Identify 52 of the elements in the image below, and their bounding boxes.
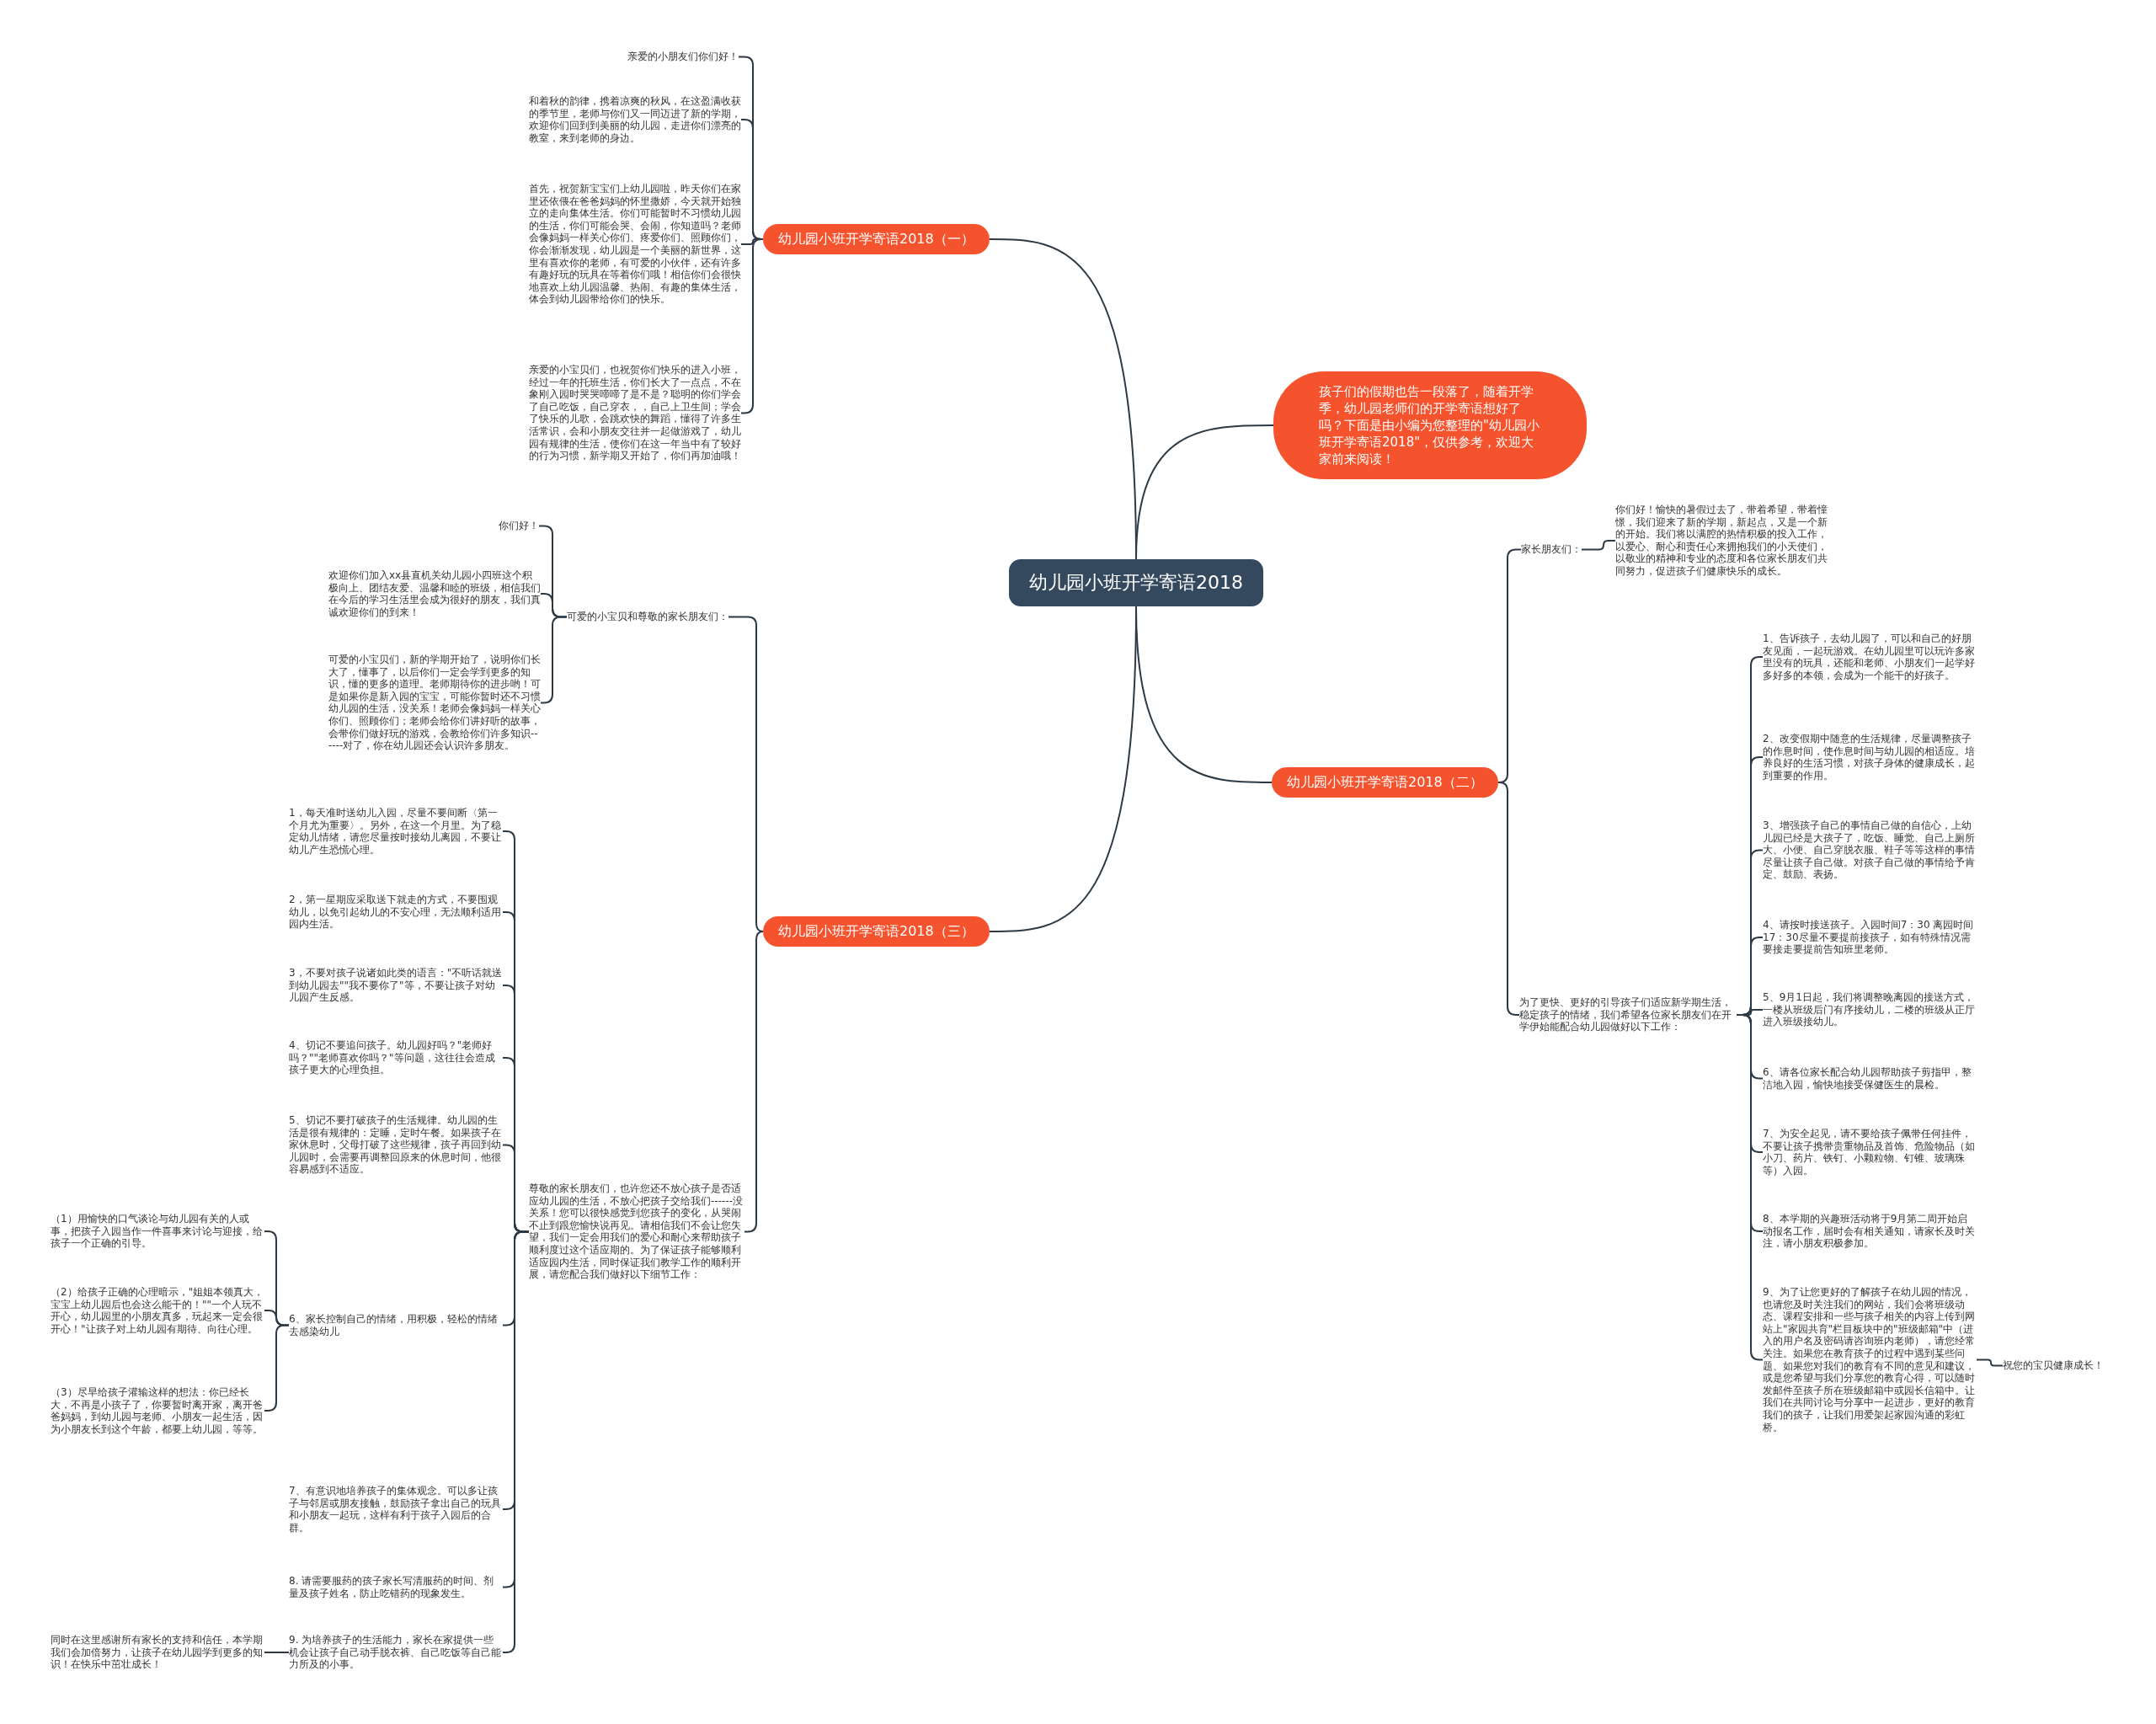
- connector-line: [1497, 782, 1520, 1016]
- connector-line: [264, 1324, 290, 1412]
- central-topic-box: 幼儿园小班开学寄语2018: [1009, 559, 1263, 606]
- note-text: 为了更快、更好的引导孩子们适应新学期生活，稳定孩子的情绪，我们希望各位家长朋友们在开学伊始能配合幼儿园做好以下工作：: [1519, 996, 1737, 1033]
- connector-line: [989, 238, 1137, 560]
- note-text: 5、9月1日起，我们将调整晚离园的接送方式，一楼从班级后门有序接幼儿，二楼的班级从正厅进入班级接幼儿。: [1763, 991, 1977, 1028]
- note-text: 9、为了让您更好的了解孩子在幼儿园的情况，也请您及时关注我们的网站，我们会将班级动态、课程安排和一些与孩子相关的内容上传到网站上"家园共育"栏目板块中的"班级邮箱"中（进入的用户名及密码请咨询班内老师），请您经常关注。如果您在教育孩子的过程中遇到某些问题、如果您对我们的教育有不同的意见和建议，或是您希望与我们分享您的教育心得，可以随时发邮件至孩子所在班级邮箱中或园长信箱中。让我们在共同讨论与分享中一起进步，更好的教育我们的孩子，让我们用爱架起家园沟通的彩虹桥。: [1763, 1286, 1977, 1434]
- connector-line: [1736, 1014, 1764, 1361]
- note-text: 可爱的小宝贝们，新的学期开始了，说明你们长大了，懂事了，以后你们一定会学到更多的知识，懂的更多的道理。老师期待你的进步哟！可是如果你是新入园的宝宝，可能你暂时还不习惯幼儿园的生活，没关系！老师会像妈妈一样关心你们、照顾你们；老师会给你们讲好听的故事，会带你们做好玩的游戏，会教给你们许多知识------对了，你在幼儿园还会认识许多朋友。: [328, 654, 541, 752]
- note-text: 4、请按时接送孩子。入园时间7：30 离园时间 17：30尽量不要提前接孩子，如有特殊情况需要接走要提前告知班里老师。: [1763, 919, 1977, 956]
- note-text: 亲爱的小宝贝们，也祝贺你们快乐的进入小班，经过一年的托班生活，你们长大了一点点，不在象刚入园时哭哭啼啼了是不是？聪明的你们学会了自己吃饭，自己穿衣，，自己上卫生间；学会了快乐的儿歌，会跳欢快的舞蹈，懂得了许多生活常识，会和小朋友交往并一起做游戏了，幼儿园有规律的生活，使你们在这一年当中有了较好的行为习惯，新学期又开始了，你们再加油哦！: [529, 364, 741, 462]
- note-text: 你们好！愉快的暑假过去了，带着希望，带着憧憬，我们迎来了新的学期，新起点，又是一个新的开始。我们将以满腔的热情积极的投入工作，以爱心、耐心和责任心来拥抱我们的小天使们，以敬业的精神和专业的态度和各位家长朋友们共同努力，促进孩子们健康快乐的成长。: [1615, 504, 1831, 578]
- connector-line: [264, 1652, 290, 1653]
- note-text: 6、请各位家长配合幼儿园帮助孩子剪指甲，整洁地入园，愉快地接受保健医生的晨检。: [1763, 1066, 1977, 1092]
- note-text: 同时在这里感谢所有家长的支持和信任，本学期我们会加倍努力，让孩子在幼儿园学到更多的知识！在快乐中茁壮成长！: [51, 1634, 264, 1671]
- connector-line: [744, 931, 764, 1233]
- note-text: 尊敬的家长朋友们，也许您还不放心孩子是否适应幼儿园的生活，不放心把孩子交给我们------没关系！您可以很快感觉到您孩子的变化，从哭闹不止到跟您愉快说再见。请相信我们不会让您失望，我们一定会用我们的爱心和耐心来帮助孩子顺利度过这个适应期的。为了保证孩子能够顺利适应园内生活，同时保证我们教学工作的顺利开展，请您配合我们做好以下细节工作：: [529, 1182, 744, 1281]
- note-text: 亲爱的小朋友们你们好！: [627, 51, 739, 63]
- branch-box: 幼儿园小班开学寄语2018（一）: [763, 224, 990, 254]
- note-text: 9. 为培养孩子的生活能力，家长在家提供一些机会让孩子自己动手脱衣裤、自己吃饭等自己能力所及的小事。: [289, 1634, 503, 1671]
- note-text: 你们好！: [499, 520, 539, 532]
- note-text: 7、有意识地培养孩子的集体观念。可以多让孩子与邻居或朋友接触，鼓励孩子拿出自己的玩具和小朋友一起玩，这样有利于孩子入园后的合群。: [289, 1485, 503, 1535]
- note-text: 8、本学期的兴趣班活动将于9月第二周开始启动报名工作，届时会有相关通知，请家长及时关注，请小朋友积极参加。: [1763, 1213, 1977, 1250]
- note-text: 祝您的宝贝健康成长！: [2003, 1359, 2104, 1372]
- intro-bubble: 孩子们的假期也告一段落了，随着开学季，幼儿园老师们的开学寄语想好了吗？下面是由小编为您整理的"幼儿园小班开学寄语2018"，仅供参考，欢迎大家前来阅读！: [1273, 371, 1587, 479]
- branch-box: 幼儿园小班开学寄语2018（三）: [763, 916, 990, 947]
- note-text: 4、切记不要追问孩子。幼儿园好吗？"老师好吗？""老师喜欢你吗？"等问题，这往往会造成孩子更大的心理负担。: [289, 1039, 503, 1076]
- connector-line: [1581, 540, 1616, 551]
- connector-line: [989, 606, 1137, 932]
- note-text: 家长朋友们：: [1521, 543, 1582, 556]
- branch-box: 幼儿园小班开学寄语2018（二）: [1272, 767, 1498, 798]
- note-text: 欢迎你们加入xx县直机关幼儿园小四班这个积极向上、团结友爱、温馨和睦的班级，相信我们在今后的学习生活里会成为很好的朋友，我们真诚欢迎你们的到来！: [328, 569, 541, 619]
- note-text: （2）给孩子正确的心理暗示，"姐姐本领真大，宝宝上幼儿园后也会这么能干的！""一个人玩不开心，幼儿园里的小朋友真多，玩起来一定会很开心！"让孩子对上幼儿园有期待、向往心理。: [51, 1286, 264, 1336]
- note-text: 和着秋的韵律，携着凉爽的秋风，在这盈满收获的季节里，老师与你们又一同迈进了新的学期，欢迎你们回到到美丽的幼儿园，走进你们漂亮的教室，来到老师的身边。: [529, 95, 741, 145]
- note-text: 6、家长控制自己的情绪，用积极，轻松的情绪去感染幼儿: [289, 1313, 503, 1338]
- note-text: 7、为安全起见，请不要给孩子佩带任何挂件，不要让孩子携带贵重物品及首饰、危险物品（如小刀、药片、铁钉、小颗粒物、钉锥、玻璃珠等）入园。: [1763, 1128, 1977, 1177]
- note-text: （3）尽早给孩子灌输这样的想法：你已经长大，不再是小孩子了，你要暂时离开家，离开爸爸妈妈，到幼儿园与老师、小朋友一起生活，因为小朋友长到这个年龄，都要上幼儿园，等等。: [51, 1386, 264, 1436]
- note-text: 3，不要对孩子说诸如此类的语言："不听话就送到幼儿园去""我不要你了"等，不要让孩子对幼儿园产生反感。: [289, 967, 503, 1004]
- note-text: 可爱的小宝贝和尊敬的家长朋友们：: [567, 611, 728, 623]
- note-text: 3、增强孩子自己的事情自己做的自信心，上幼儿园已经是大孩子了，吃饭、睡觉、自己上厕所大、小便、自己穿脱衣服、鞋子等等这样的事情尽量让孩子自己做。对孩子自己做的事情给予肯定、鼓励、表扬。: [1763, 819, 1977, 881]
- note-text: 8. 请需要服药的孩子家长写清服药的时间、剂量及孩子姓名，防止吃错药的现象发生。: [289, 1575, 503, 1600]
- note-text: 1、告诉孩子，去幼儿园了，可以和自己的好朋友见面，一起玩游戏。在幼儿园里可以玩许多家里没有的玩具，还能和老师、小朋友们一起学好多好多的本领，会成为一个能干的好孩子。: [1763, 632, 1977, 682]
- connector-line: [1976, 1358, 2004, 1367]
- note-text: 2，第一星期应采取送下就走的方式，不要围观幼儿，以免引起幼儿的不安心理，无法顺利适用园内生活。: [289, 894, 503, 931]
- note-text: 5、切记不要打破孩子的生活规律。幼儿园的生活是很有规律的：定睡，定时午餐。如果孩子在家休息时，父母打破了这些规律，孩子再回到幼儿园时，会需要再调整回原来的休息时间，他很容易感到不适应。: [289, 1114, 503, 1176]
- note-text: 首先，祝贺新宝宝们上幼儿园啦，昨天你们在家里还依偎在爸爸妈妈的怀里撒娇，今天就开始独立的走向集体生活。你们可能暂时不习惯幼儿园的生活，你们可能会哭、会闹，你知道吗？老师会像妈妈一样关心你们、疼爱你们、照顾你们，你会渐渐发现，幼儿园是一个美丽的新世界，这里有喜欢你的老师，有可爱的小伙伴，还有许多有趣好玩的玩具在等着你们哦！相信你们会很快地喜欢上幼儿园温馨、热闹、有趣的集体生活，体会到幼儿园带给你们的快乐。: [529, 183, 741, 306]
- connector-line: [540, 616, 568, 704]
- connector-line: [502, 1230, 530, 1653]
- connector-line: [740, 238, 764, 414]
- note-text: （1）用愉快的口气谈论与幼儿园有关的人或事，把孩子入园当作一件喜事来讨论与迎接，给孩子一个正确的引导。: [51, 1213, 264, 1250]
- note-text: 1，每天准时送幼儿入园，尽量不要间断〈第一个月尤为重要〉。另外，在这一个月里。为了稳定幼儿情绪，请您尽量按时接幼儿离园，不要让幼儿产生恐慌心理。: [289, 807, 503, 857]
- note-text: 2、改变假期中随意的生活规律，尽量调整孩子的作息时间，使作息时间与幼儿园的相适应。培养良好的生活习惯，对孩子身体的健康成长，起到重要的作用。: [1763, 733, 1977, 782]
